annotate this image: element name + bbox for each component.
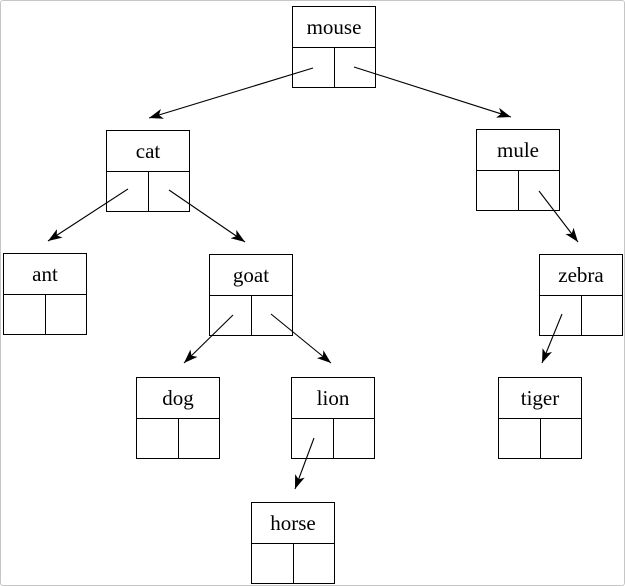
node-dog: dog [136,377,220,459]
node-lion-left-pointer-cell [292,419,334,458]
node-dog-pointers [137,419,219,458]
node-zebra-label: zebra [540,255,622,296]
node-mouse: mouse [292,6,376,88]
node-horse-left-pointer-cell [252,544,294,583]
node-zebra-left-pointer-cell [540,296,582,335]
node-dog-left-pointer-cell [137,419,179,458]
node-mouse-left-pointer-cell [293,48,335,87]
node-ant-label: ant [4,254,86,295]
node-cat-right-pointer-cell [149,172,190,211]
node-horse-label: horse [252,503,334,544]
node-goat: goat [209,254,293,336]
node-zebra-pointers [540,296,622,335]
node-goat-right-pointer-cell [252,296,293,335]
node-dog-right-pointer-cell [179,419,220,458]
node-mule-left-pointer-cell [477,171,519,210]
node-mule-label: mule [477,130,559,171]
node-horse-pointers [252,544,334,583]
node-mouse-label: mouse [293,7,375,48]
node-tiger-pointers [499,419,581,458]
node-mule: mule [476,129,560,211]
node-lion-label: lion [292,378,374,419]
node-mule-pointers [477,171,559,210]
node-dog-label: dog [137,378,219,419]
node-zebra: zebra [539,254,623,336]
node-ant-pointers [4,295,86,334]
node-lion-pointers [292,419,374,458]
node-cat-label: cat [107,131,189,172]
node-goat-left-pointer-cell [210,296,252,335]
node-ant-left-pointer-cell [4,295,46,334]
node-ant-right-pointer-cell [46,295,87,334]
node-ant: ant [3,253,87,335]
node-lion-right-pointer-cell [334,419,375,458]
node-zebra-right-pointer-cell [582,296,623,335]
node-goat-label: goat [210,255,292,296]
node-cat-pointers [107,172,189,211]
edge-mouse-cat-arrow [148,67,314,119]
node-tiger-label: tiger [499,378,581,419]
node-lion: lion [291,377,375,459]
node-tiger: tiger [498,377,582,459]
edge-mouse-mule-arrow [353,66,512,118]
node-mule-right-pointer-cell [519,171,560,210]
node-tiger-right-pointer-cell [541,419,582,458]
node-cat-left-pointer-cell [107,172,149,211]
node-tiger-left-pointer-cell [499,419,541,458]
node-mouse-right-pointer-cell [335,48,376,87]
node-goat-pointers [210,296,292,335]
node-horse-right-pointer-cell [294,544,335,583]
node-mouse-pointers [293,48,375,87]
node-cat: cat [106,130,190,212]
node-horse: horse [251,502,335,584]
